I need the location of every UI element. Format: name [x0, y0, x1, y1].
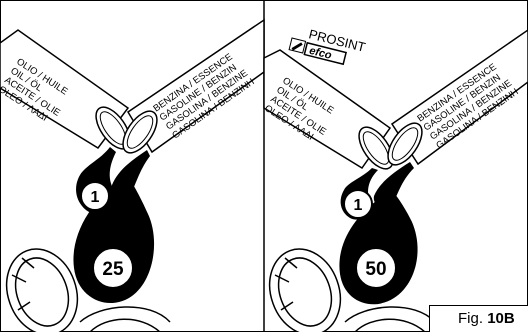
fuel-parts-1: 25: [102, 259, 124, 280]
efco-logo: efco: [288, 37, 348, 66]
fuel-parts-2: 50: [365, 259, 386, 280]
oil-tube-1: [0, 29, 131, 150]
fuel-parts-badge-2: [355, 247, 397, 289]
oil-parts-2: 1: [354, 197, 363, 214]
panel-2: PROSINT efco: [262, 26, 528, 332]
oil-parts-badge-1: [80, 181, 110, 211]
fuel-tube-2: [387, 29, 528, 166]
canister-1: [5, 248, 171, 332]
fuel-tube-1: [122, 18, 265, 154]
panel-1: 1 25 OLIO / HUILE OIL / ÖL ACEITE / OLIE…: [0, 18, 265, 332]
fuel-parts-badge-1: [92, 247, 134, 289]
canister-2: [268, 248, 436, 332]
oil-parts-1: 1: [91, 189, 100, 206]
oil-parts-badge-2: [343, 189, 373, 219]
figure-caption: Fig. 10B: [429, 305, 528, 332]
figure-caption-number: 10B: [487, 310, 515, 327]
brand-logo-text: efco: [308, 45, 333, 62]
figure-caption-prefix: Fig.: [458, 310, 484, 327]
oil-tube-2: [263, 49, 394, 170]
